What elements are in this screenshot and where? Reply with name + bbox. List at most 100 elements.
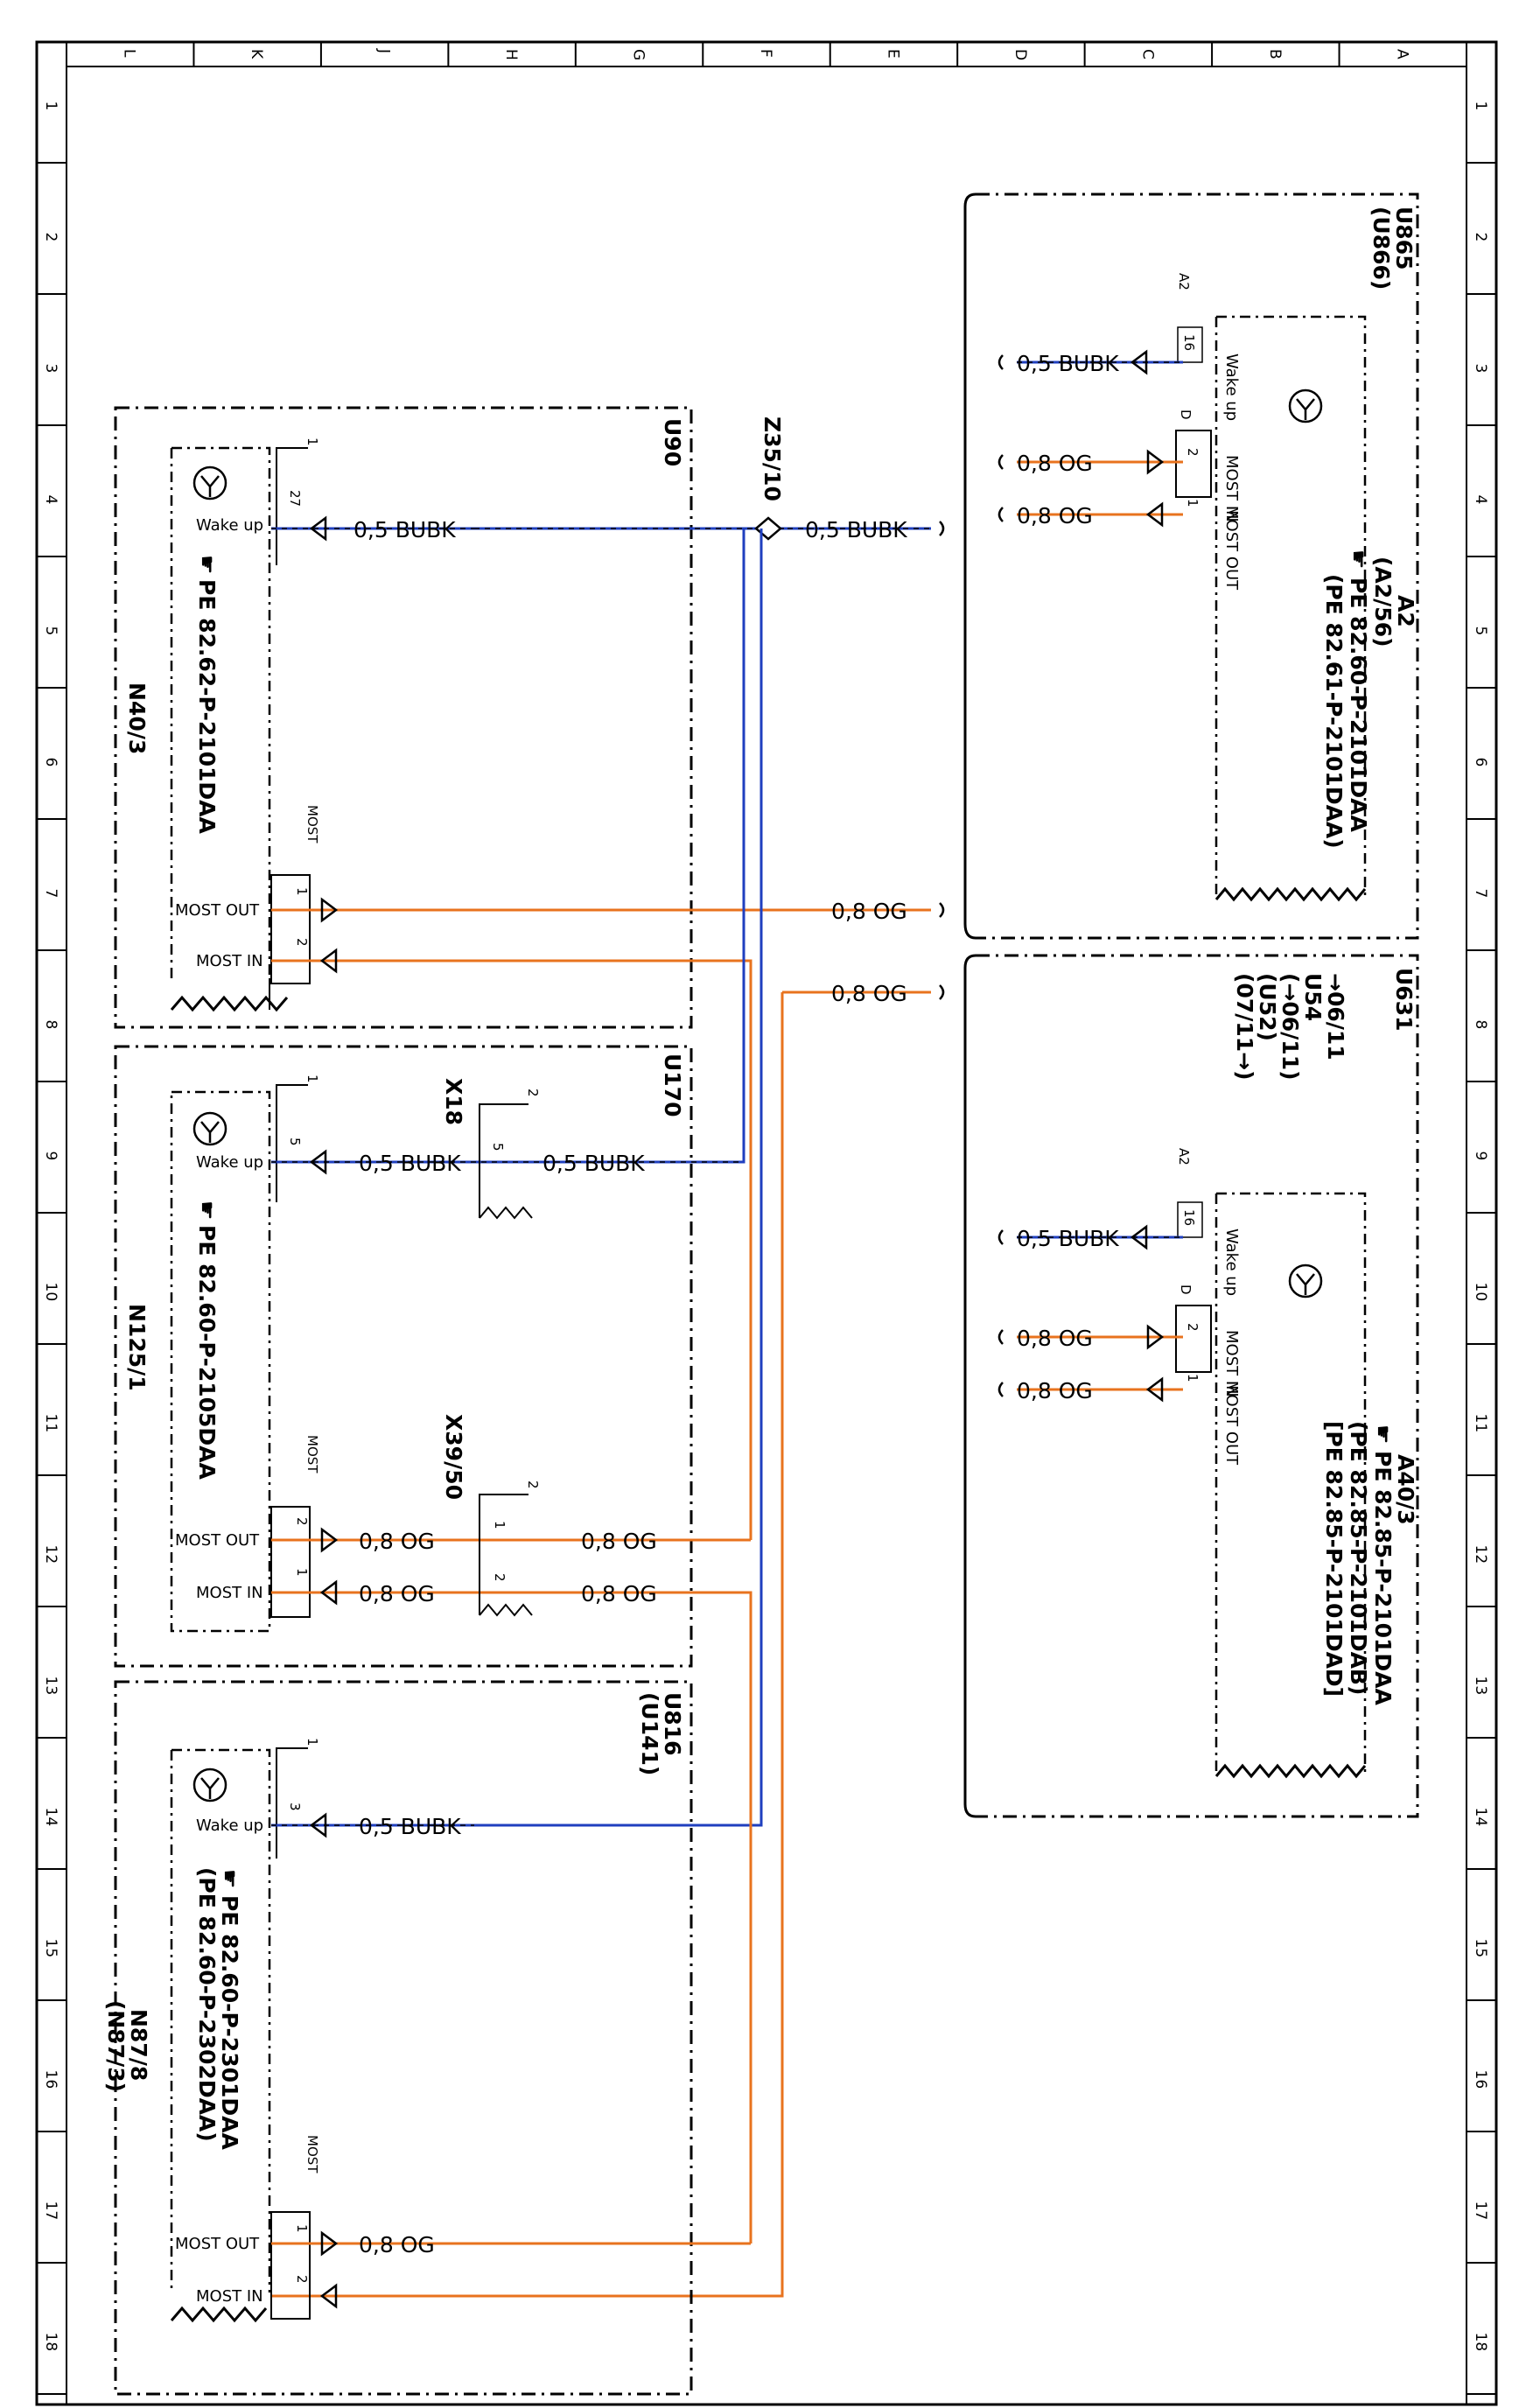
n40-3-ref: PE 82.62-P-2101DAA bbox=[194, 579, 220, 834]
u170-group: U170 N125/1 ☛ PE 82.60-P-2105DAA 1 5 Wak… bbox=[114, 1045, 752, 2244]
col-label-c: C bbox=[1138, 49, 1156, 60]
u631-l1: →06/11 bbox=[1323, 973, 1348, 1060]
a2-ref2: (PE 82.61-P-2101DAA) bbox=[1321, 574, 1347, 849]
x39-50-out-wire: 0,8 OG bbox=[581, 1529, 657, 1554]
a2-wake-label: Wake up bbox=[1222, 354, 1241, 421]
n125-1-most-in: MOST IN bbox=[196, 1584, 263, 1602]
n40-3-ref-icon: ☛ bbox=[194, 555, 220, 574]
n125-1-antenna-icon bbox=[192, 1111, 228, 1146]
row-label-8-left: 8 bbox=[42, 1020, 60, 1030]
row-label-17-left: 17 bbox=[42, 2202, 60, 2221]
row-label-1-left: 1 bbox=[42, 102, 60, 111]
row-label-2-right: 2 bbox=[1472, 233, 1489, 242]
a40-3-ref-icon: ☛ bbox=[1370, 1424, 1396, 1444]
n87-8-out-wire: 0,8 OG bbox=[359, 2232, 435, 2258]
u631-l2: U54 bbox=[1300, 973, 1326, 1021]
row-label-7-left: 7 bbox=[42, 889, 60, 899]
row-label-5-left: 5 bbox=[42, 626, 60, 636]
n40-3-antenna-icon bbox=[192, 466, 228, 500]
x39-50-pin1: 1 bbox=[492, 1521, 508, 1530]
col-label-d: D bbox=[1012, 49, 1029, 60]
n40-3-most-out: MOST OUT bbox=[175, 901, 260, 920]
u631-label: U631 bbox=[1391, 968, 1417, 1032]
col-label-g: G bbox=[630, 49, 648, 60]
n87-3-label: (N87/3) bbox=[103, 2000, 129, 2092]
row-label-3-right: 3 bbox=[1472, 364, 1489, 374]
x18-pin: 5 bbox=[490, 1143, 506, 1152]
u816-group: U816 (U141) N87/8 (N87/3) ☛ PE 82.60-P-2… bbox=[103, 1680, 751, 2396]
a2-antenna-icon bbox=[1288, 388, 1323, 424]
z35-10-label: Z35/10 bbox=[760, 416, 785, 501]
u631-l4: (U52) bbox=[1255, 973, 1280, 1041]
row-label-4-right: 4 bbox=[1472, 495, 1489, 505]
a40-3-out-wire: 0,8 OG bbox=[1017, 1378, 1093, 1404]
n87-8-conn-top: 1 bbox=[304, 1738, 320, 1746]
n125-1-ref: PE 82.60-P-2105DAA bbox=[194, 1225, 220, 1480]
u865-label: U865 bbox=[1391, 206, 1417, 270]
row-label-8-right: 8 bbox=[1472, 1020, 1489, 1030]
n125-1-conn-most: MOST bbox=[304, 1435, 320, 1474]
row-label-14-left: 14 bbox=[42, 1808, 60, 1827]
a2-wake-wire: 0,5 BUBK bbox=[1017, 351, 1119, 376]
u631-l5: (07/11→) bbox=[1232, 973, 1257, 1081]
n125-1-wake-wire: 0,5 BUBK bbox=[359, 1151, 461, 1176]
a2-conn-a2: A2 bbox=[1176, 273, 1192, 290]
x39-50-pin2: 2 bbox=[492, 1573, 508, 1582]
col-label-h: H bbox=[502, 49, 520, 60]
row-label-12-right: 12 bbox=[1472, 1545, 1489, 1564]
row-label-18-right: 18 bbox=[1472, 2333, 1489, 2352]
z35-10-splice: Z35/10 0,5 BUBK 0,8 OG 0,8 OG bbox=[271, 416, 945, 2298]
row-label-10-right: 10 bbox=[1472, 1283, 1489, 1302]
n125-1-label: N125/1 bbox=[124, 1304, 150, 1391]
row-label-6-right: 6 bbox=[1472, 758, 1489, 767]
n87-8-conn-most: MOST bbox=[304, 2135, 320, 2174]
row-label-15-right: 15 bbox=[1472, 1939, 1489, 1958]
n40-3-pin-wake: 27 bbox=[287, 490, 303, 507]
n40-3-conn-top: 1 bbox=[304, 438, 320, 446]
a40-3-pin-out: 1 bbox=[1185, 1374, 1200, 1382]
n87-8-label: N87/8 bbox=[126, 2009, 151, 2081]
row-label-11-right: 11 bbox=[1472, 1414, 1489, 1433]
a2-ref1: PE 82.60-P-2101DAA bbox=[1346, 578, 1371, 832]
a40-3-most-in: MOST IN bbox=[1222, 1330, 1241, 1397]
n125-1-in-wire: 0,8 OG bbox=[359, 1581, 435, 1606]
row-label-13-right: 13 bbox=[1472, 1676, 1489, 1696]
col-label-k: K bbox=[248, 49, 265, 60]
u90-label: U90 bbox=[660, 418, 685, 466]
a40-3-conn-d: D bbox=[1178, 1284, 1194, 1295]
row-label-10-left: 10 bbox=[42, 1283, 60, 1302]
a40-3-in-wire: 0,8 OG bbox=[1017, 1326, 1093, 1351]
n125-1-wake-label: Wake up bbox=[196, 1153, 263, 1172]
n125-1-conn-top: 1 bbox=[304, 1074, 320, 1083]
row-label-9-left: 9 bbox=[42, 1152, 60, 1161]
x39-50-in-wire: 0,8 OG bbox=[581, 1581, 657, 1606]
x18-label: X18 bbox=[441, 1078, 466, 1125]
n40-3-pin-out: 1 bbox=[294, 887, 310, 896]
row-label-5-right: 5 bbox=[1472, 626, 1489, 636]
a2-most-in: MOST IN bbox=[1222, 455, 1241, 522]
a40-3-pin-wake: 16 bbox=[1181, 1209, 1197, 1226]
z35-10-out-wire: 0,5 BUBK bbox=[805, 517, 907, 542]
n40-3-pin-in: 2 bbox=[294, 938, 310, 947]
row-label-12-left: 12 bbox=[42, 1545, 60, 1564]
n40-3-wake-label: Wake up bbox=[196, 516, 263, 535]
row-label-2-left: 2 bbox=[42, 233, 60, 242]
n87-8-ref2: (PE 82.60-P-2302DAA) bbox=[194, 1867, 220, 2142]
n125-1-ref-icon: ☛ bbox=[194, 1200, 220, 1220]
n40-3-conn-most: MOST bbox=[304, 805, 320, 844]
a2-most-out: MOST OUT bbox=[1222, 506, 1241, 591]
u865-group: U865 (U866) A2 (A2/56) PE 82.60-P-2101DA… bbox=[963, 192, 1419, 940]
n125-1-pin-out: 2 bbox=[294, 1517, 310, 1526]
a2-out-wire: 0,8 OG bbox=[1017, 503, 1093, 528]
a2-pin-out: 1 bbox=[1185, 499, 1200, 508]
a2-label: A2 bbox=[1393, 595, 1418, 627]
col-label-a: A bbox=[1393, 49, 1410, 60]
col-label-b: B bbox=[1266, 49, 1284, 60]
row-label-15-left: 15 bbox=[42, 1939, 60, 1958]
u170-label: U170 bbox=[660, 1054, 685, 1117]
n125-1-most-out: MOST OUT bbox=[175, 1531, 260, 1550]
n125-1-out-wire: 0,8 OG bbox=[359, 1529, 435, 1554]
u866-label: (U866) bbox=[1368, 206, 1394, 290]
row-label-18-left: 18 bbox=[42, 2333, 60, 2352]
